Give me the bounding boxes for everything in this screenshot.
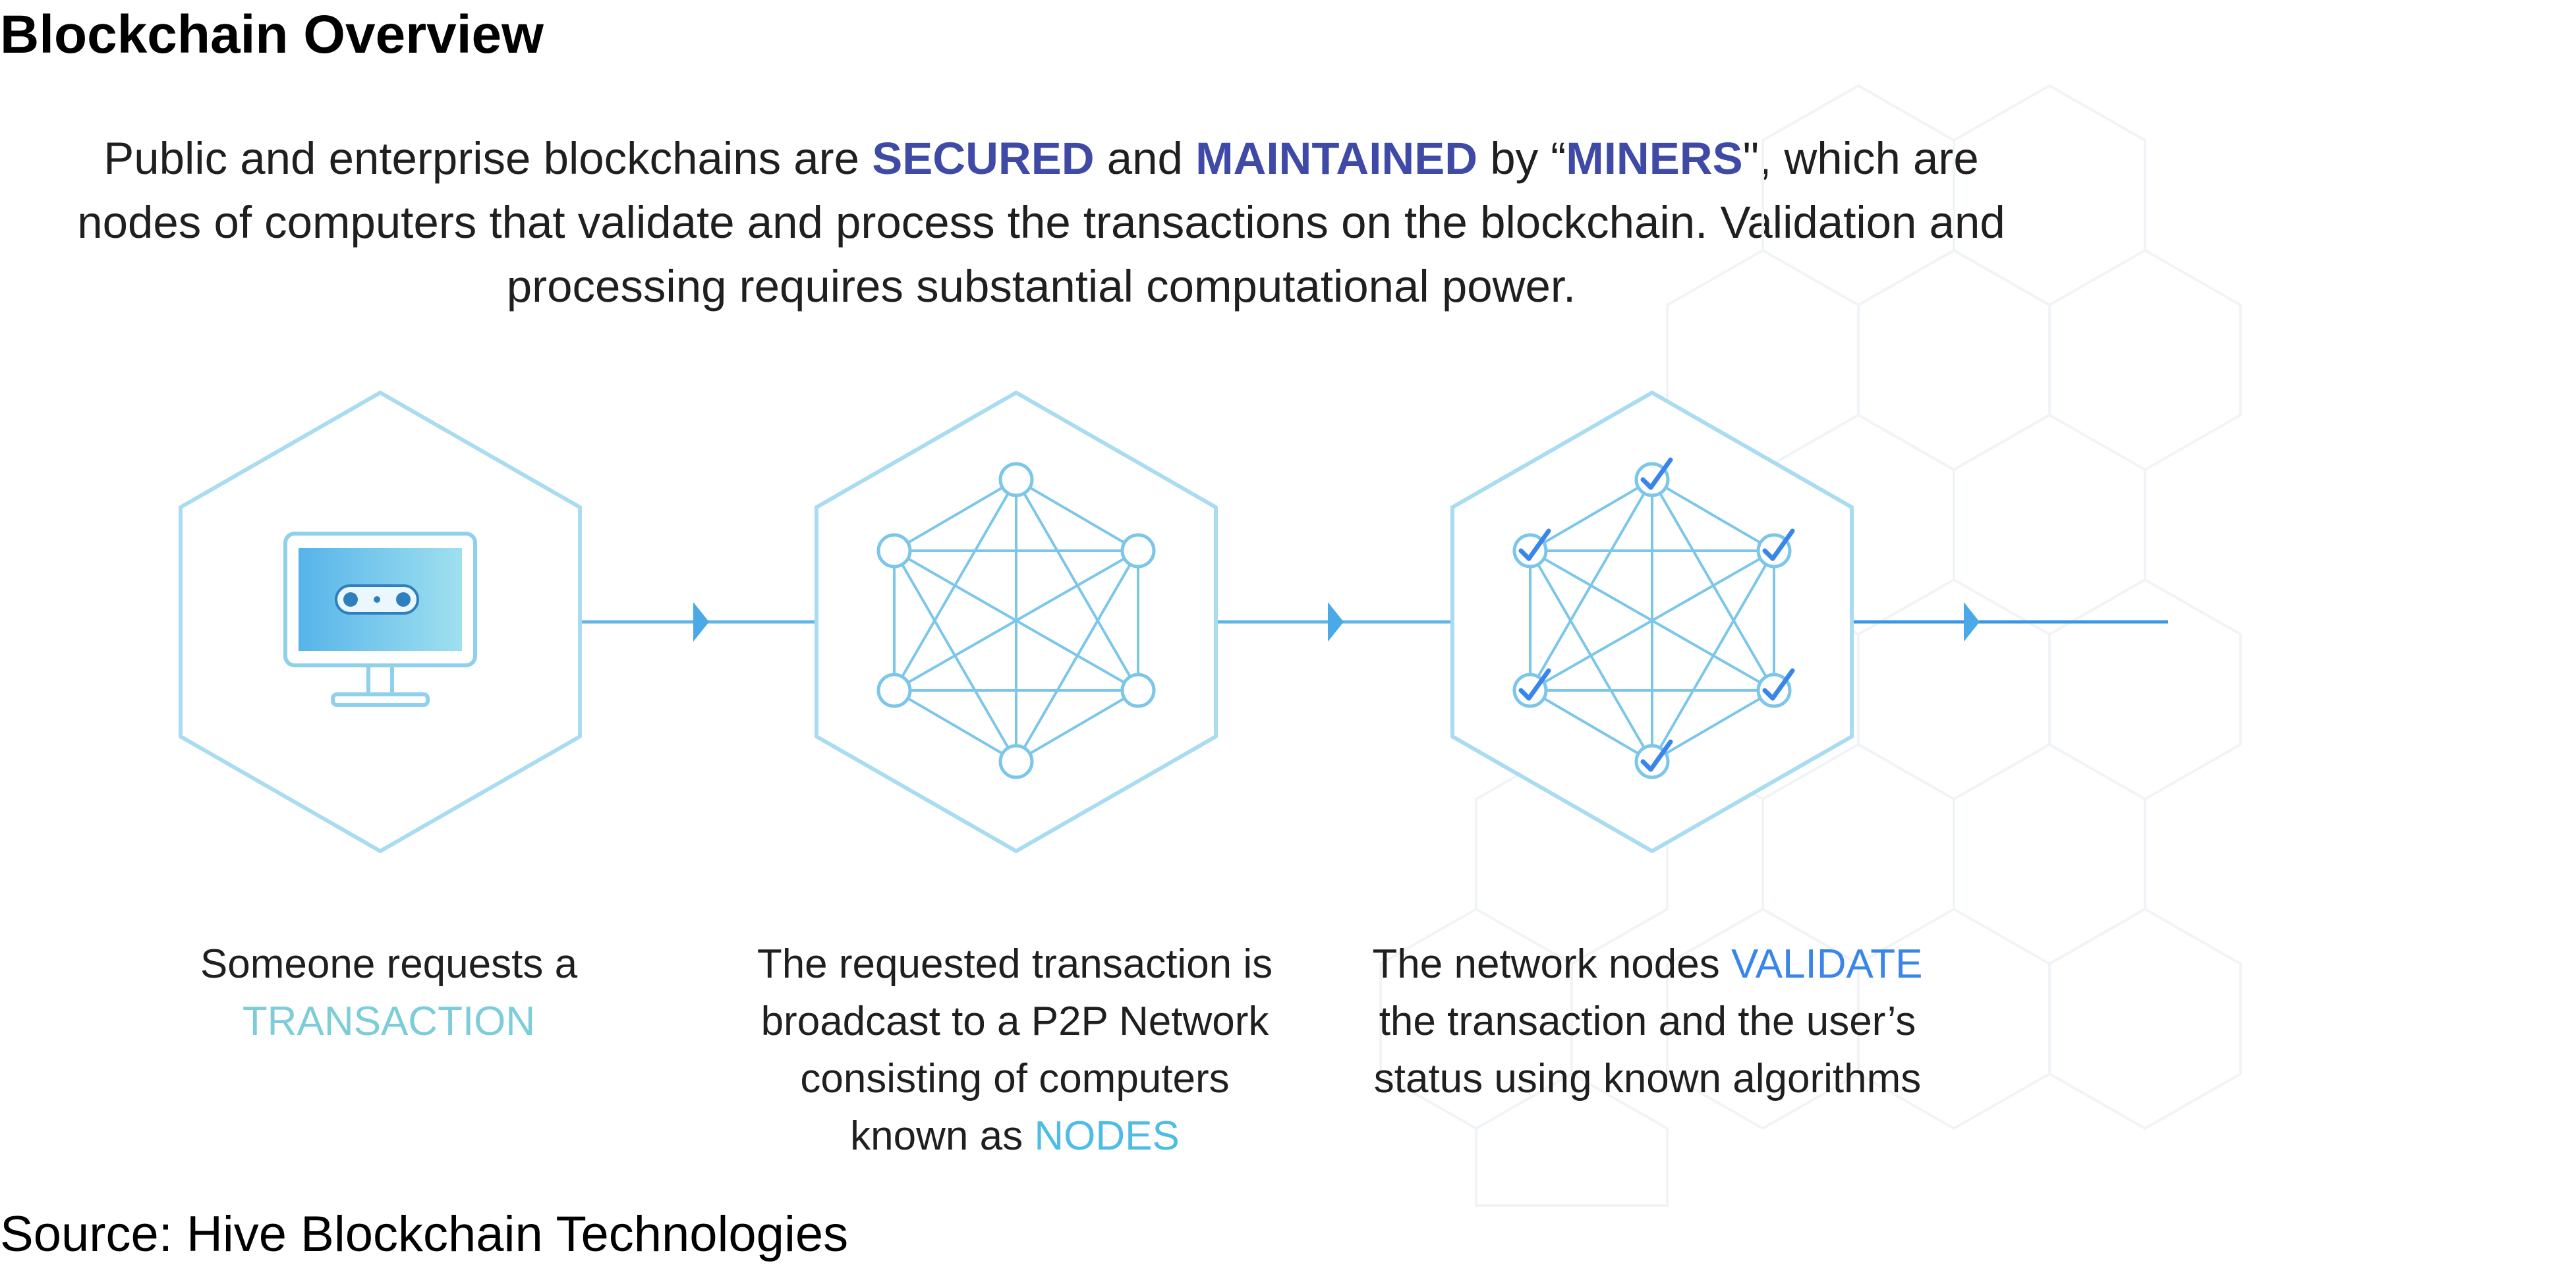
- step-2-caption-text: The requested transaction is broadcast t…: [757, 941, 1273, 1159]
- network-icon: [876, 462, 1156, 779]
- arrowhead-3-next: [1964, 602, 1980, 642]
- step-1-hexagon: [179, 391, 582, 853]
- step-3-hexagon: [1450, 391, 1854, 853]
- step-3-caption: The network nodes VALIDATE the transacti…: [1358, 935, 1937, 1107]
- intro-secured: SECURED: [872, 133, 1095, 184]
- step-1-caption: Someone requests a TRANSACTION: [185, 935, 593, 1050]
- intro-text-3: by “: [1477, 133, 1566, 184]
- step-2-hexagon: [815, 391, 1218, 853]
- flow-connectors: [580, 602, 2168, 642]
- monitor-icon: [283, 532, 477, 707]
- step-3-caption-highlight: VALIDATE: [1731, 941, 1923, 987]
- intro-text-4: ", which are nodes of computers that val…: [77, 133, 2005, 312]
- arrowhead-2-3: [1328, 602, 1344, 642]
- step-3-caption-text: The network nodes: [1372, 941, 1731, 987]
- intro-paragraph: Public and enterprise blockchains are SE…: [53, 126, 2030, 318]
- checkmark-icons: [1518, 457, 1795, 772]
- intro-text-2: and: [1094, 133, 1196, 184]
- arrowhead-1-2: [693, 602, 709, 642]
- step-2-caption: The requested transaction is broadcast t…: [738, 935, 1292, 1165]
- source-credit: Source: Hive Blockchain Technologies: [0, 1206, 849, 1262]
- intro-maintained: MAINTAINED: [1195, 133, 1478, 184]
- validated-network-icon: [1512, 457, 1795, 779]
- step-1-caption-highlight: TRANSACTION: [242, 999, 536, 1044]
- slide-title: Blockchain Overview: [0, 5, 544, 65]
- step-3-caption-text-after: the transaction and the user’s status us…: [1373, 999, 1922, 1101]
- intro-miners: MINERS: [1566, 133, 1743, 184]
- intro-text-1: Public and enterprise blockchains are: [103, 133, 873, 184]
- step-1-caption-text: Someone requests a: [200, 941, 578, 987]
- step-2-caption-highlight: NODES: [1034, 1113, 1180, 1159]
